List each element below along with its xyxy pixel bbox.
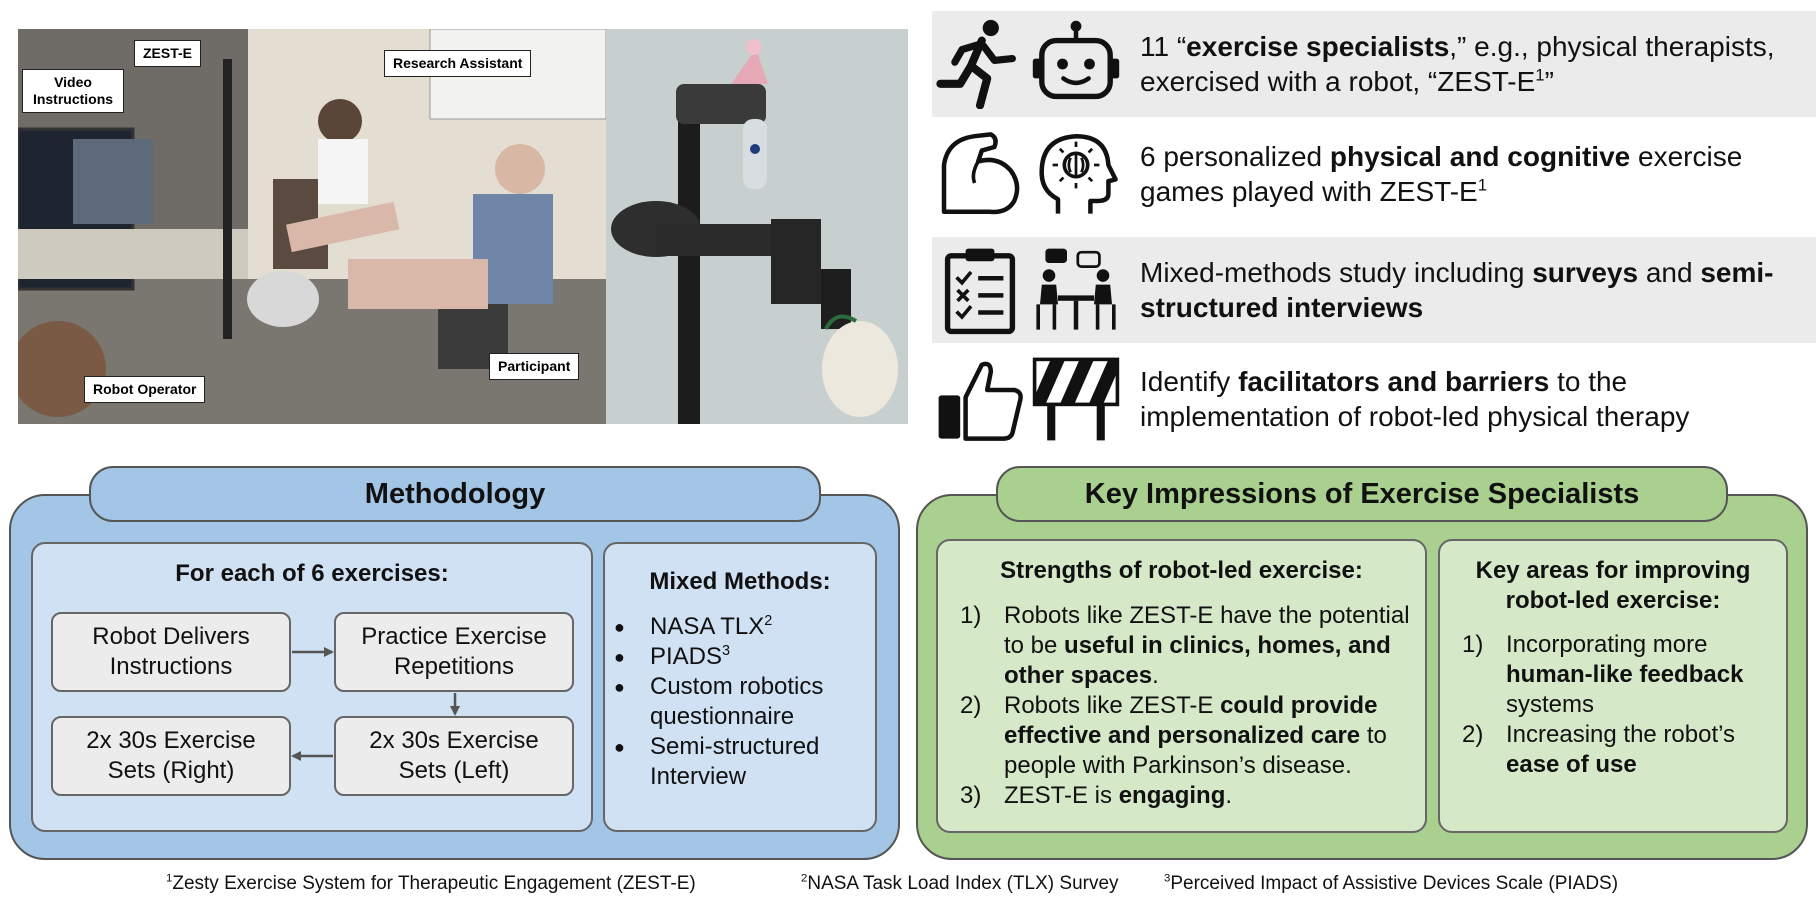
label-participant: Participant <box>489 353 580 380</box>
improvements-list: 1)Incorporating more human-like feedback… <box>1462 630 1780 780</box>
footnote-nasa-tlx: 2NASA Task Load Index (TLX) Survey <box>801 872 1119 894</box>
thumbs-up-icon <box>932 349 1028 449</box>
feature-text-games: 6 personalized physical and cognitive ex… <box>1140 141 1743 207</box>
mixed-methods-list: NASA TLX2 PIADS3 Custom robotics questio… <box>614 612 872 792</box>
mixed-item-nasa-tlx: NASA TLX2 <box>614 612 872 642</box>
footnote-zest-e: 1Zesty Exercise System for Therapeutic E… <box>166 872 696 894</box>
label-robot-operator: Robot Operator <box>84 376 206 403</box>
improvement-item: 1)Incorporating more human-like feedback… <box>1462 631 1744 718</box>
mixed-item-piads: PIADS3 <box>614 642 872 672</box>
interview-people-icon <box>1028 240 1124 340</box>
running-person-icon <box>932 14 1028 114</box>
mixed-methods-title: Mixed Methods: <box>649 568 831 595</box>
flexed-arm-icon <box>932 124 1028 224</box>
improvements-box <box>1438 539 1788 833</box>
zest-e-robot-illustration <box>606 29 908 424</box>
robot-face-icon <box>1028 14 1124 114</box>
feature-row-games: 6 personalized physical and cognitive ex… <box>932 121 1816 227</box>
zest-e-robot-photo <box>606 29 908 424</box>
strengths-title: Strengths of robot-led exercise: <box>1000 557 1363 584</box>
feature-text-study: Mixed-methods study including surveys an… <box>1140 257 1774 323</box>
feature-row-barriers: Identify facilitators and barriers to th… <box>932 346 1816 452</box>
step-practice-repetitions: Practice Exercise Repetitions <box>334 612 574 692</box>
key-impressions-title: Key Impressions of Exercise Specialists <box>996 466 1728 522</box>
feature-text-barriers: Identify facilitators and barriers to th… <box>1140 366 1690 432</box>
step-sets-left: 2x 30s Exercise Sets (Left) <box>334 716 574 796</box>
strength-item: 2)Robots like ZEST-E could provide effec… <box>960 692 1387 779</box>
strengths-box <box>936 539 1427 833</box>
mixed-item-interview: Semi-structured Interview <box>614 732 872 792</box>
study-room-photo: Video Instructions ZEST-E Research Assis… <box>18 29 606 424</box>
step-sets-right: 2x 30s Exercise Sets (Right) <box>51 716 291 796</box>
improvement-item: 2)Increasing the robot’s ease of use <box>1462 721 1736 778</box>
feature-row-study: Mixed-methods study including surveys an… <box>932 237 1816 343</box>
label-zest-e: ZEST-E <box>134 40 202 67</box>
methodology-title: Methodology <box>89 466 821 522</box>
mixed-item-custom-questionnaire: Custom robotics questionnaire <box>614 672 872 732</box>
strengths-list: 1)Robots like ZEST-E have the potential … <box>960 601 1415 811</box>
strength-item: 3)ZEST-E is engaging. <box>960 782 1233 809</box>
feature-text-specialists: 11 “exercise specialists,” e.g., physica… <box>1140 31 1775 97</box>
improvements-title: Key areas for improving robot-led exerci… <box>1475 557 1751 614</box>
brain-head-icon <box>1028 124 1124 224</box>
footnote-piads: 3Perceived Impact of Assistive Devices S… <box>1164 872 1619 894</box>
barrier-icon <box>1028 349 1124 449</box>
label-research-assistant: Research Assistant <box>384 50 532 77</box>
checklist-clipboard-icon <box>932 240 1028 340</box>
label-video-instructions: Video Instructions <box>22 69 124 113</box>
step-robot-delivers-instructions: Robot Delivers Instructions <box>51 612 291 692</box>
exercise-flow-title: For each of 6 exercises: <box>175 560 449 587</box>
strength-item: 1)Robots like ZEST-E have the potential … <box>960 602 1410 689</box>
feature-row-specialists: 11 “exercise specialists,” e.g., physica… <box>932 11 1816 117</box>
